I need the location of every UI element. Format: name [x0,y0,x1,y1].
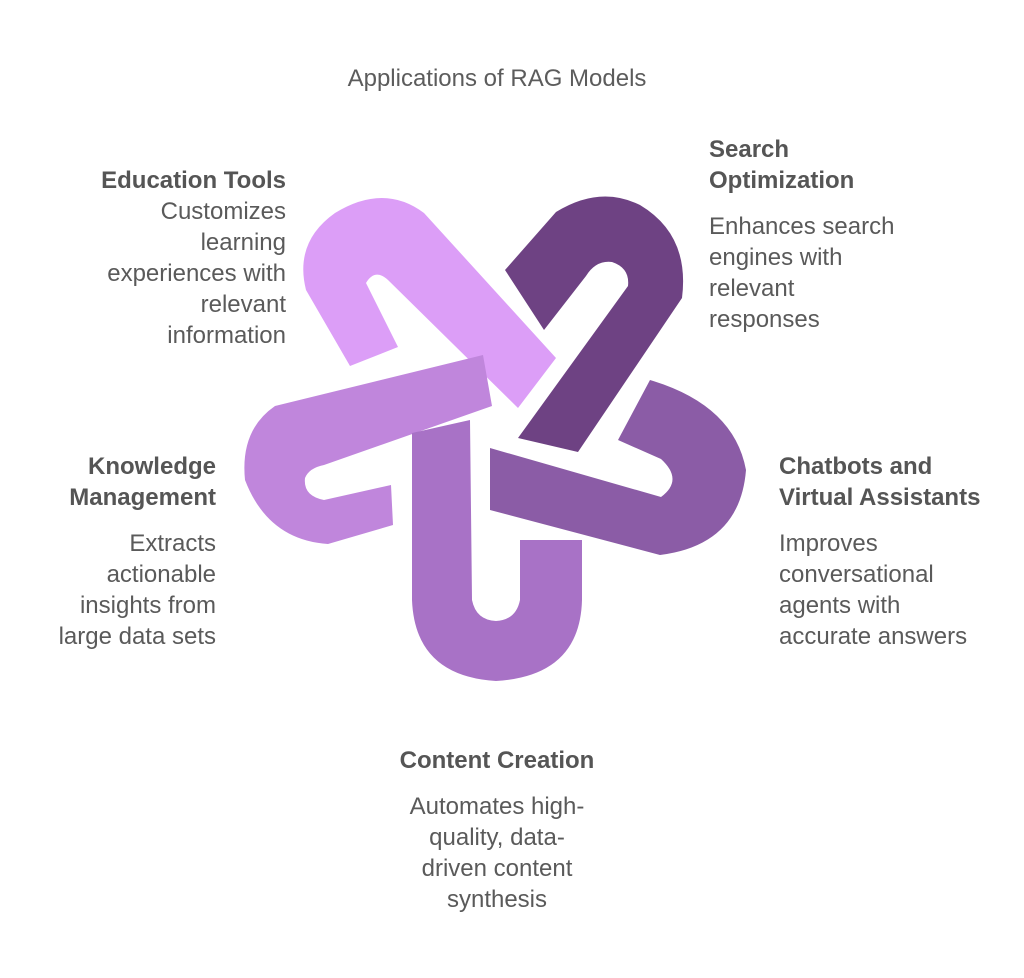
desc-line: relevant [709,275,795,302]
education-tools-block: Education Tools Customizes learning expe… [60,165,286,351]
desc-line: insights from [79,592,216,619]
desc-line: agents with [779,592,901,619]
chatbots-block: Chatbots and Virtual Assistants Improves… [779,451,1009,652]
education-tools-description: Customizes learning experiences with rel… [60,196,286,351]
desc-line: engines with [709,244,843,271]
desc-line: accurate answers [779,623,968,650]
search-optimization-heading: Search Optimization [709,134,939,196]
desc-line: quality, data- [429,824,565,851]
content-creation-heading: Content Creation [399,747,595,774]
content-loop [412,420,582,681]
chatbots-description: Improves conversational agents with accu… [779,528,1009,652]
desc-line: driven content [421,855,573,882]
search-optimization-block: Search Optimization Enhances search engi… [709,134,939,335]
desc-line: responses [709,306,820,333]
desc-line: Automates high- [409,793,585,820]
desc-line: Customizes [160,198,286,225]
desc-line: relevant [200,291,286,318]
chatbots-heading: Chatbots and Virtual Assistants [779,451,1009,513]
diagram-title: Applications of RAG Models [347,65,647,92]
heading-line: Virtual Assistants [779,484,981,511]
heading-line: Knowledge [87,453,216,480]
chatbots-loop [490,380,746,555]
content-creation-block: Content Creation Automates high- quality… [372,745,622,915]
knowledge-management-description: Extracts actionable insights from large … [30,528,216,652]
desc-line: Improves [779,530,878,557]
desc-line: learning [200,229,286,256]
heading-line: Chatbots and [779,453,933,480]
heading-line: Management [69,484,216,511]
search-optimization-description: Enhances search engines with relevant re… [709,211,939,335]
desc-line: large data sets [58,623,216,650]
search-loop [505,196,684,452]
desc-line: synthesis [446,886,548,913]
heading-line: Optimization [709,167,855,194]
heading-line: Search [709,136,790,163]
knowledge-management-block: Knowledge Management Extracts actionable… [30,451,216,652]
desc-line: actionable [106,561,216,588]
knowledge-management-heading: Knowledge Management [30,451,216,513]
desc-line: Extracts [129,530,216,557]
desc-line: experiences with [107,260,286,287]
education-tools-heading: Education Tools [101,167,286,194]
desc-line: Enhances search [709,213,895,240]
knowledge-loop [244,355,492,544]
content-creation-description: Automates high- quality, data- driven co… [372,791,622,915]
education-loop [303,198,556,408]
desc-line: conversational [779,561,934,588]
desc-line: information [167,322,286,349]
